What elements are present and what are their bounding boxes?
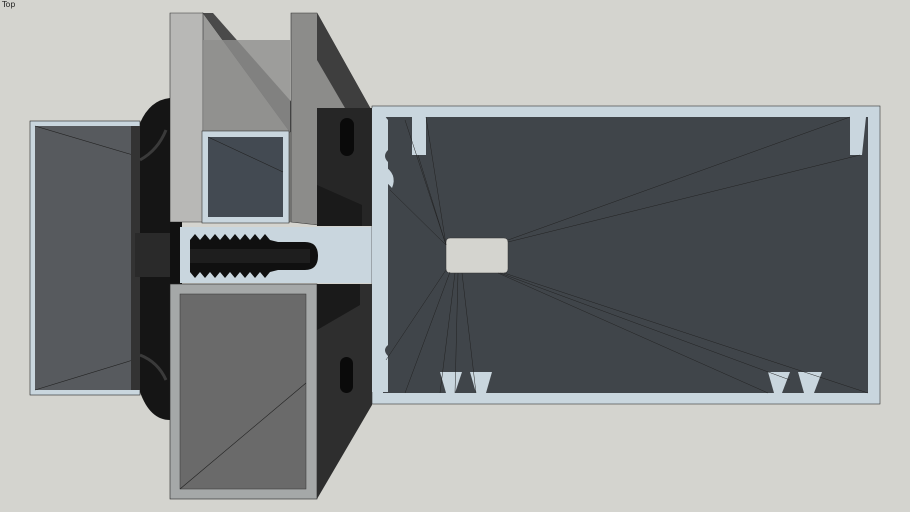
mullion-profile: [371, 105, 881, 405]
view-label: Top: [2, 0, 16, 9]
gaskets: [135, 98, 182, 420]
upper-clip: [317, 108, 375, 226]
left-glazing-unit: [29, 120, 143, 396]
pressure-plate: [180, 227, 380, 283]
upper-spacer-tube: [201, 130, 290, 224]
lower-glazing-unit: [169, 283, 372, 500]
